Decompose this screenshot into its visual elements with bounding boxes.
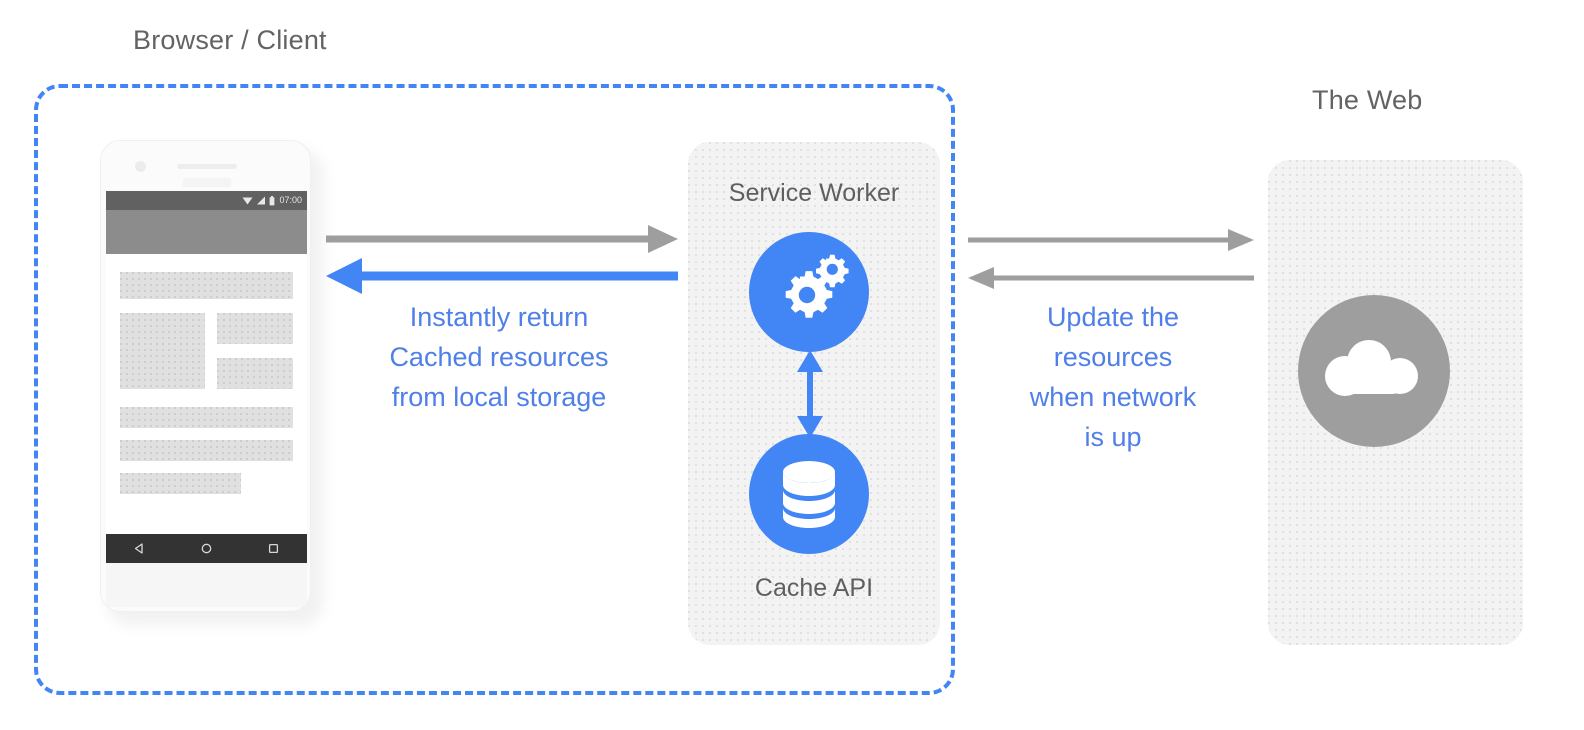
phone-camera-icon	[135, 161, 146, 172]
placeholder-image	[120, 313, 205, 389]
phone-navigation-bar	[106, 534, 307, 563]
phone-chin	[106, 563, 307, 607]
placeholder-line	[120, 407, 293, 428]
battery-icon	[270, 195, 275, 205]
wifi-icon	[242, 197, 253, 205]
phone-speaker-grille	[177, 164, 237, 169]
cache-api-icon-circle	[749, 434, 869, 554]
phone-screen: 07:00	[106, 191, 307, 563]
service-worker-icon-circle	[749, 232, 869, 352]
recents-icon[interactable]	[267, 542, 280, 555]
cache-api-title: Cache API	[754, 574, 874, 602]
placeholder-block	[217, 358, 293, 389]
phone-brand-mark	[183, 178, 231, 187]
arrow-service-worker-to-web	[968, 229, 1254, 251]
the-web-icon-circle	[1298, 295, 1450, 447]
client-boundary-box	[34, 84, 955, 695]
placeholder-text-column	[217, 313, 293, 389]
service-worker-title: Service Worker	[728, 179, 900, 207]
placeholder-line	[120, 440, 293, 461]
arrow-service-worker-to-phone	[326, 258, 678, 294]
cloud-icon	[1325, 340, 1418, 396]
arrow-service-worker-cache-bidirectional	[797, 350, 823, 438]
update-resources-annotation: Update the resources when network is up	[1029, 302, 1197, 452]
database-icon	[783, 461, 835, 528]
arrow-phone-to-service-worker	[326, 225, 678, 253]
status-bar-time: 07:00	[279, 195, 302, 205]
signal-icon	[257, 196, 266, 205]
phone-body: 07:00	[100, 140, 311, 612]
the-web-label: The Web	[1312, 85, 1423, 115]
phone-app-bar	[106, 210, 307, 254]
placeholder-hero	[120, 272, 293, 299]
gears-icon	[785, 254, 849, 318]
phone-status-bar: 07:00	[106, 191, 307, 210]
phone-content-placeholder	[106, 254, 307, 494]
back-icon[interactable]	[133, 542, 146, 555]
home-icon[interactable]	[200, 542, 213, 555]
placeholder-line	[120, 473, 242, 494]
placeholder-row	[120, 313, 293, 389]
cached-resources-annotation: Instantly return Cached resources from l…	[389, 302, 609, 412]
browser-client-label: Browser / Client	[133, 25, 327, 55]
arrow-web-to-service-worker	[968, 267, 1254, 289]
phone-mockup: 07:00	[100, 140, 323, 625]
placeholder-block	[217, 313, 293, 344]
service-worker-panel: Service Worker Cache API	[688, 142, 940, 645]
